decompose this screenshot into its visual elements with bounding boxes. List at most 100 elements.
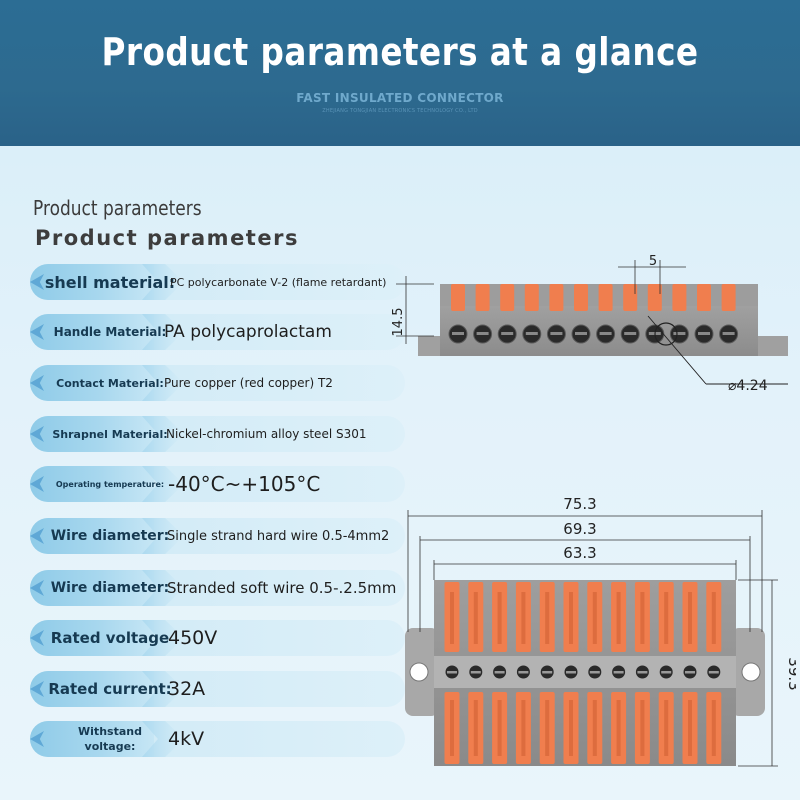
- param-label: Operating temperature:: [55, 479, 165, 489]
- param-label: Contact Material:: [56, 376, 164, 390]
- param-label: Rated current:: [48, 679, 172, 698]
- page-title: Product parameters at a glance: [101, 30, 699, 74]
- lever-groove: [592, 700, 597, 756]
- param-row-rated-current: Rated current: 32A: [30, 671, 405, 707]
- banner-company-name: ZHEJIANG TONGJIAN ELECTRONICS TECHNOLOGY…: [322, 108, 478, 114]
- param-label: shell material:: [44, 272, 176, 292]
- wire-hole-slot: [470, 671, 481, 674]
- param-label: Withstand voltage:: [78, 725, 142, 753]
- lever-groove: [521, 592, 526, 644]
- lever-groove: [450, 592, 454, 644]
- lever: [598, 284, 613, 311]
- dimension-mid-width-label: 69.3: [563, 520, 596, 538]
- wire-hole-slot: [550, 332, 563, 335]
- wire-hole-row: [448, 324, 739, 344]
- wire-hole-slot: [708, 671, 719, 674]
- wire-hole-slot: [661, 671, 672, 674]
- dimension-pitch-label: 5: [649, 254, 657, 269]
- dimension-overall-height-label: 39.3: [785, 657, 796, 690]
- param-label: Wire diameter:: [50, 527, 170, 544]
- lever-groove: [640, 592, 645, 644]
- param-label: Handle Material:: [53, 324, 167, 339]
- lever-row-upper: [444, 582, 722, 652]
- lever: [524, 284, 539, 311]
- wire-hole-slot: [698, 332, 710, 335]
- param-row-handle-material: Handle Material: PA polycaprolactam: [30, 314, 405, 350]
- connector-top-view-drawing: 75.3 69.3 63.3 39.3: [405, 495, 796, 767]
- wire-hole-slot: [673, 332, 686, 335]
- section-title: Product parameters: [33, 196, 202, 220]
- param-row-wire-diameter-soft: Wire diameter: Stranded soft wire 0.5-.2…: [30, 570, 405, 606]
- param-value: PA polycaprolactam: [164, 322, 332, 342]
- mounting-hole-left: [409, 662, 429, 682]
- dimension-height-label: 14.5: [391, 308, 406, 337]
- wire-hole-slot: [518, 671, 529, 674]
- lever: [500, 284, 515, 311]
- wire-hole-slot: [501, 332, 514, 335]
- wire-hole-slot: [525, 332, 538, 335]
- lever-groove: [616, 592, 621, 644]
- lever-groove: [616, 700, 621, 756]
- param-label: Shrapnel Material:: [52, 427, 168, 441]
- param-value: 32A: [168, 678, 206, 700]
- section-title-bold: Product parameters: [35, 226, 299, 250]
- lever-groove: [545, 700, 550, 756]
- param-row-operating-temperature: Operating temperature: -40°C~+105°C: [30, 466, 405, 502]
- lever-groove: [664, 700, 669, 756]
- wire-hole-row: [445, 665, 721, 679]
- dimension-overall-width-label: 75.3: [563, 495, 596, 513]
- lever-groove: [688, 700, 692, 756]
- dimension-hole-diameter-label: ⌀4.24: [728, 378, 768, 394]
- param-value: Stranded soft wire 0.5-.2.5mm: [167, 579, 397, 597]
- wire-hole-slot: [599, 332, 612, 335]
- lever-groove: [569, 700, 573, 756]
- param-row-contact-material: Contact Material: Pure copper (red coppe…: [30, 365, 405, 401]
- lever-groove: [711, 700, 716, 756]
- lever-groove: [497, 592, 502, 644]
- lever: [672, 284, 687, 311]
- lever-groove: [497, 700, 502, 756]
- lever-groove: [450, 700, 454, 756]
- lever: [574, 284, 588, 311]
- param-value: Single strand hard wire 0.5-4mm2: [167, 528, 390, 544]
- param-value: Pure copper (red copper) T2: [164, 376, 333, 390]
- lever-row-lower: [444, 692, 722, 764]
- lever: [647, 284, 662, 311]
- lever-groove: [664, 592, 669, 644]
- param-value: -40°C~+105°C: [168, 472, 321, 496]
- lever-groove: [711, 592, 716, 644]
- wire-hole-slot: [566, 671, 576, 674]
- lever-groove: [473, 592, 478, 644]
- param-row-shrapnel-material: Shrapnel Material: Nickel-chromium alloy…: [30, 416, 405, 452]
- lever: [697, 284, 711, 311]
- lever: [721, 284, 736, 311]
- wire-hole-slot: [447, 671, 457, 674]
- wire-hole-slot: [476, 332, 489, 335]
- lever: [451, 284, 465, 311]
- param-value: 450V: [168, 627, 218, 649]
- lever-groove: [473, 700, 478, 756]
- lever-row: [451, 284, 736, 311]
- lever: [623, 284, 638, 311]
- lever: [549, 284, 564, 311]
- wire-hole-slot: [494, 671, 505, 674]
- wire-hole-slot: [637, 671, 648, 674]
- wire-hole-slot: [452, 332, 464, 335]
- lever-groove: [592, 592, 597, 644]
- param-row-wire-diameter-hard: Wire diameter: Single strand hard wire 0…: [30, 518, 405, 554]
- connector-side-view-drawing: 5 14.5 ⌀4.24: [391, 254, 788, 394]
- header-banner: Product parameters at a glance FAST INSU…: [0, 0, 800, 146]
- wire-hole-slot: [575, 332, 587, 335]
- wire-hole-slot: [589, 671, 600, 674]
- lever: [475, 284, 490, 311]
- wire-hole-slot: [613, 671, 624, 674]
- param-label: Rated voltage: [50, 628, 170, 647]
- wire-hole-slot: [624, 332, 637, 335]
- param-row-rated-voltage: Rated voltage 450V: [30, 620, 405, 656]
- dimension-body-width-label: 63.3: [563, 544, 596, 562]
- param-value: Nickel-chromium alloy steel S301: [166, 427, 367, 441]
- param-value: 4kV: [168, 728, 205, 750]
- lever-groove: [521, 700, 526, 756]
- lever-groove: [569, 592, 573, 644]
- wire-hole-slot: [542, 671, 553, 674]
